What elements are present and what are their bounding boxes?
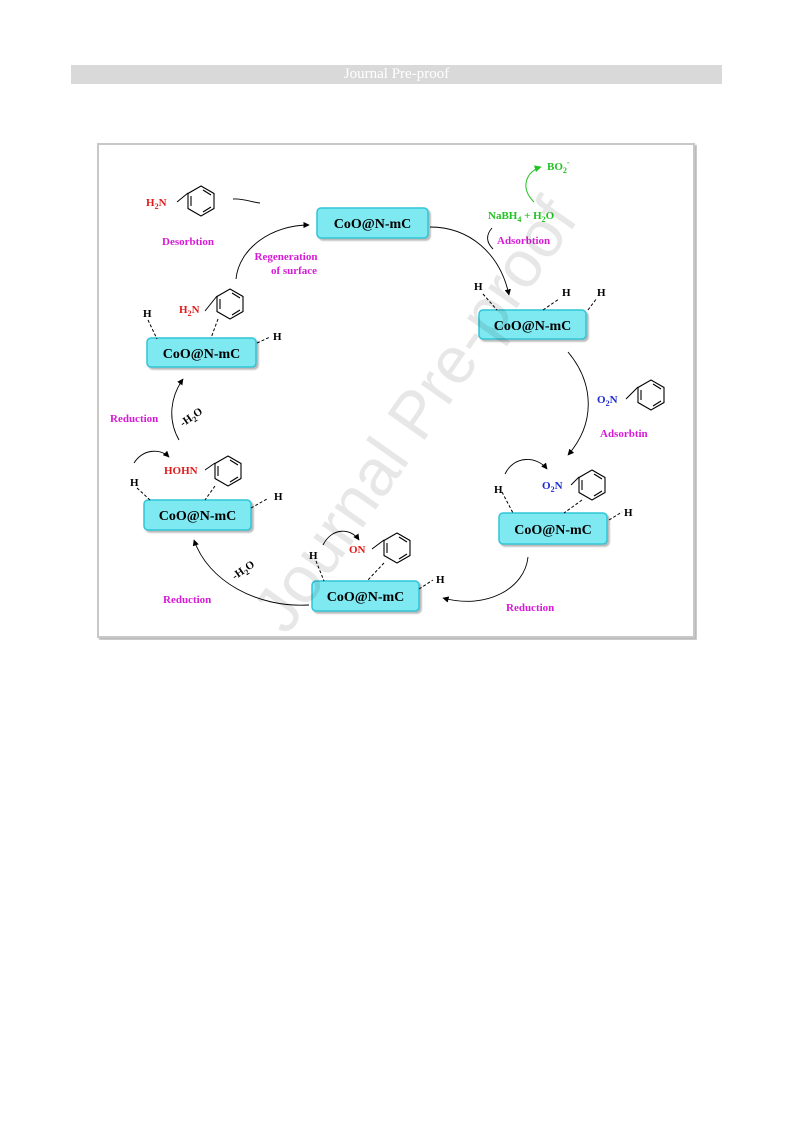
byproduct-label: BO2-	[547, 158, 570, 175]
catalyst-label: CoO@N-mC	[334, 217, 412, 232]
catalyst-label: CoO@N-mC	[159, 509, 237, 524]
step-desorption-label: Desorbtion	[162, 236, 214, 248]
catalyst-label: CoO@N-mC	[163, 347, 241, 362]
hydrogen-atom-label: H	[597, 287, 606, 299]
amine-group-label-bound: H2N	[179, 304, 200, 318]
water-loss-label: -H2O	[178, 405, 207, 431]
hydrogen-atom-label: H	[474, 281, 483, 293]
journal-header-title: Journal Pre-proof	[343, 66, 450, 82]
catalyst-label: CoO@N-mC	[327, 590, 405, 605]
catalyst-label: CoO@N-mC	[514, 523, 592, 538]
hydrogen-atom-label: H	[562, 287, 571, 299]
hydrogen-atom-label: H	[624, 507, 633, 519]
local-arrow-hydroxylamine	[133, 450, 170, 464]
surface-dashed-bonds	[136, 293, 623, 590]
nitroso-group-label: ON	[349, 544, 366, 556]
cycle-arrow-right	[567, 351, 589, 456]
step-labels: Desorbtion Regeneration of surface Adsor…	[110, 235, 648, 614]
nitro-group-label-free: O2N	[597, 394, 618, 408]
catalyst-box-right-lower: CoO@N-mC	[498, 512, 608, 545]
step-regeneration-label-line2: of surface	[271, 265, 317, 277]
catalyst-box-left-lower: CoO@N-mC	[143, 499, 252, 531]
reagent-label: NaBH4 + H2O	[488, 210, 555, 224]
local-arrow-nitroso	[322, 530, 360, 546]
desorption-tail	[232, 198, 261, 204]
step-reduction-label: Reduction	[506, 602, 554, 614]
hydrogen-labels: H H H H H H H H H H H	[130, 281, 633, 586]
hydrogen-atom-label: H	[309, 550, 318, 562]
hydrogen-atom-label: H	[143, 308, 152, 320]
hydrogen-atom-label: H	[494, 484, 503, 496]
catalytic-cycle-figure: CoO@N-mC CoO@N-mC CoO@N-mC CoO@N-mC CoO@…	[97, 143, 697, 640]
hydrogen-atom-label: H	[273, 331, 282, 343]
step-adsorption-nitro-label: Adsorbtin	[600, 428, 648, 440]
cycle-arrow-top-left	[235, 221, 310, 280]
catalyst-label: CoO@N-mC	[494, 319, 572, 334]
catalyst-box-left-upper: CoO@N-mC	[146, 337, 257, 368]
amine-group-label-free: H2N	[146, 197, 167, 211]
catalytic-cycle-svg: CoO@N-mC CoO@N-mC CoO@N-mC CoO@N-mC CoO@…	[97, 143, 695, 638]
cycle-arrow-left	[171, 378, 184, 441]
journal-header-bar: Journal Pre-proof	[71, 65, 722, 84]
hydrogen-atom-label: H	[274, 491, 283, 503]
local-arrow-nitro	[504, 459, 548, 475]
adsorption-hook	[487, 227, 494, 250]
step-reduction-label: Reduction	[163, 594, 211, 606]
cycle-arrow-bottom-left	[192, 539, 310, 606]
hydrogen-atom-label: H	[130, 477, 139, 489]
byproduct-arrow	[525, 165, 542, 203]
catalyst-box-right-upper: CoO@N-mC	[478, 309, 587, 340]
hydroxylamine-group-label: HOHN	[164, 465, 198, 477]
hydrogen-atom-label: H	[436, 574, 445, 586]
step-adsorption-label: Adsorbtion	[497, 235, 550, 247]
step-reduction-label: Reduction	[110, 413, 158, 425]
nitro-group-label-bound: O2N	[542, 480, 563, 494]
group-bonds	[176, 192, 639, 550]
catalyst-box-bottom: CoO@N-mC	[311, 580, 420, 612]
catalyst-box-top: CoO@N-mC	[316, 207, 429, 239]
step-regeneration-label: Regeneration	[255, 251, 318, 263]
cycle-arrow-top-right	[429, 226, 511, 296]
cycle-arrow-bottom-right	[442, 556, 529, 603]
